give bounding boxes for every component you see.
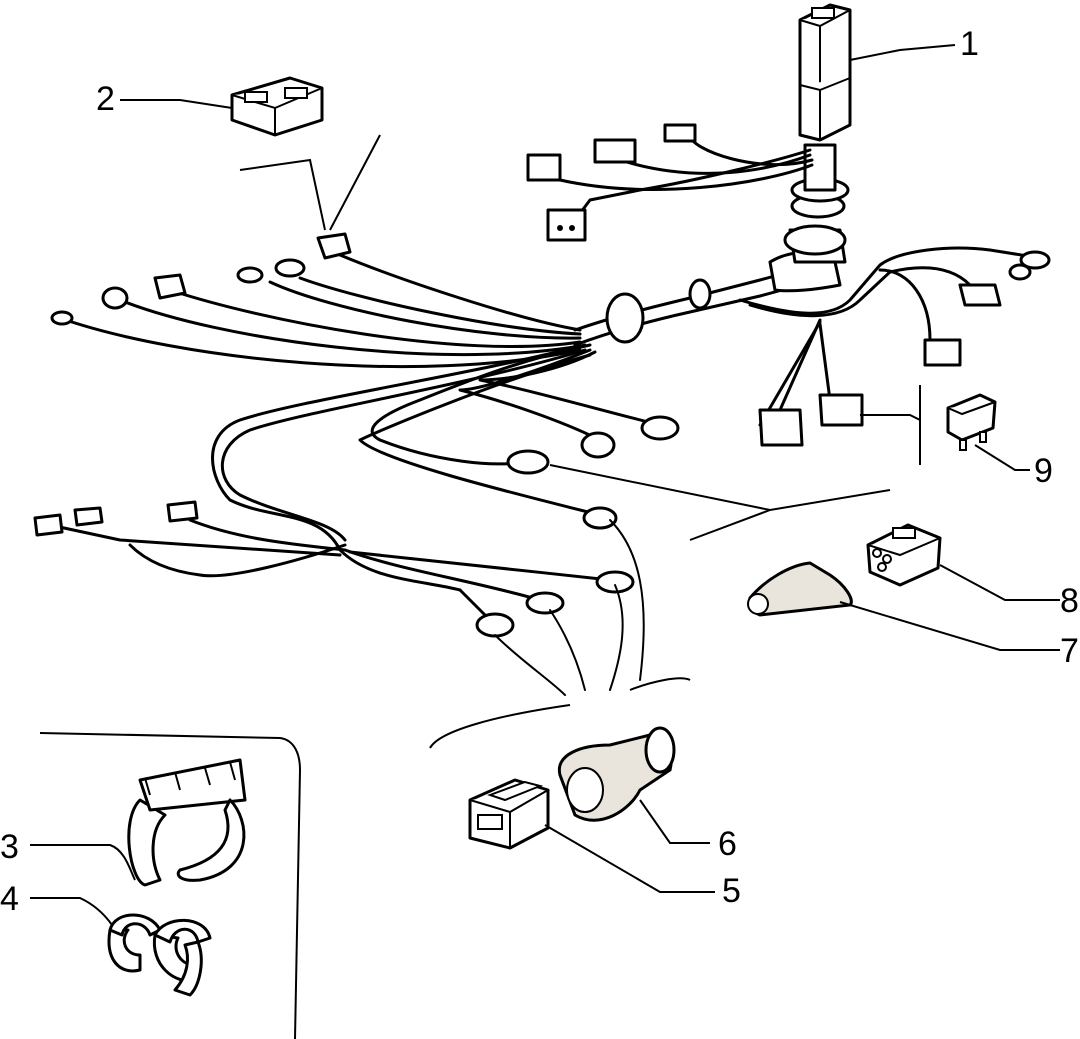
callout-2: 2 — [96, 80, 115, 118]
rubber-boot-small-icon — [747, 561, 853, 617]
double-clip-icon — [107, 913, 212, 997]
upper-branch-wires — [526, 123, 814, 242]
three-pin-connector-icon — [866, 523, 942, 587]
callout-8: 8 — [1060, 582, 1079, 620]
main-harness-trunk — [573, 143, 850, 347]
rubber-boot-icon — [557, 726, 676, 822]
leader-lines — [30, 44, 1060, 926]
multi-pin-connector-icon — [468, 778, 550, 850]
lower-left-branch-wires — [33, 343, 691, 749]
callout-6: 6 — [718, 825, 737, 863]
callout-1: 1 — [960, 25, 979, 63]
right-branch-wires — [738, 246, 1051, 465]
callout-labels: 1 2 3 4 5 6 7 8 9 — [0, 25, 1079, 918]
callout-4: 4 — [0, 880, 19, 918]
ecu-module-icon — [798, 3, 852, 142]
fuse-icon — [946, 393, 997, 451]
relay-connector-icon — [230, 76, 324, 137]
left-upper-branch-wires — [50, 134, 582, 369]
callout-5: 5 — [722, 872, 741, 910]
callout-3: 3 — [0, 828, 19, 866]
middle-branch-wires — [358, 343, 891, 541]
callout-7: 7 — [1060, 632, 1079, 670]
hose-clip-icon — [127, 758, 247, 887]
callout-9: 9 — [1034, 452, 1053, 490]
inset-frame — [39, 732, 302, 1039]
